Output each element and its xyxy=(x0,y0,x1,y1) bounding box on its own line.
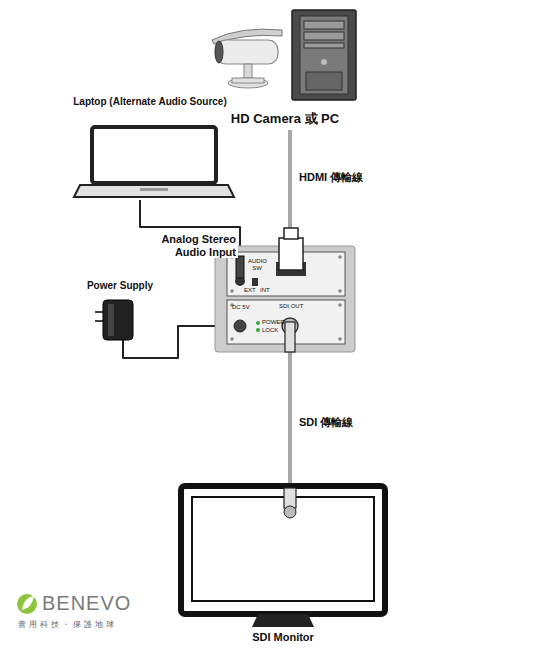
cable-label: HDMI 傳輸線 xyxy=(297,171,365,184)
monitor-box: SDI Monitor xyxy=(178,485,389,648)
converter-housing-part xyxy=(256,328,260,332)
brand-slogan: 善用科技・保護地球 xyxy=(18,619,117,630)
laptop-box: Laptop (Alternate Audio Source) xyxy=(62,92,239,200)
converter-housing-part xyxy=(338,255,342,259)
converter-housing-part xyxy=(338,289,342,293)
pc-tower-part xyxy=(292,10,356,100)
converter-housing-part xyxy=(279,238,303,270)
converter-box: AUDIO SW EXT INT DC 5V POWERLOCK SDI OUT xyxy=(215,246,355,352)
converter-housing-part xyxy=(230,289,234,293)
node-text: INT xyxy=(260,287,270,294)
laptop-part xyxy=(74,185,234,197)
benevo-leaf-logo xyxy=(17,594,37,614)
laptop xyxy=(74,127,234,197)
cable-label: SDI 傳輸線 xyxy=(297,416,355,429)
converter-housing-part xyxy=(284,228,298,239)
pc-tower-part xyxy=(304,43,344,48)
power-supply-box: Power Supply xyxy=(78,280,163,345)
hd-camera-part xyxy=(244,64,252,78)
laptop-part xyxy=(92,127,216,183)
node-text: HD Camera 或 PC xyxy=(205,112,365,127)
cable-line xyxy=(123,326,215,358)
hd-camera-part xyxy=(232,78,264,83)
benevo-leaf-logo-part xyxy=(17,594,37,614)
pc-tower-part xyxy=(304,21,344,29)
node-text: AUDIO SW xyxy=(248,258,266,272)
sdi-monitor-part xyxy=(284,488,296,508)
power-adapter-part xyxy=(103,300,133,340)
node-text: Laptop (Alternate Audio Source) xyxy=(62,96,238,108)
laptop-part xyxy=(140,188,168,191)
hd-camera xyxy=(212,29,282,88)
power-adapter-part xyxy=(108,304,114,336)
converter-housing-part xyxy=(338,337,342,341)
sdi-monitor-part xyxy=(181,486,385,614)
hd-camera-part xyxy=(228,78,268,88)
hd-camera-part xyxy=(216,40,278,64)
converter-housing-part xyxy=(230,337,234,341)
benevo-leaf-logo-part xyxy=(22,596,34,610)
node-text: SDI OUT xyxy=(279,303,303,310)
converter-housing-part xyxy=(338,303,342,307)
hd-camera-part xyxy=(215,41,223,63)
pc-tower xyxy=(292,10,356,100)
node-text: LOCK xyxy=(262,327,278,334)
pc-tower-part xyxy=(306,72,342,90)
pc-tower-part xyxy=(300,16,348,94)
brand-name: BENEVO xyxy=(42,592,131,615)
node-text: POWER xyxy=(262,319,285,326)
converter-housing-part xyxy=(256,321,260,325)
converter-housing-part xyxy=(252,278,258,286)
node-text: Power Supply xyxy=(78,280,162,292)
sdi-monitor-part xyxy=(252,614,314,627)
power-adapter xyxy=(95,300,133,340)
sdi-monitor-part xyxy=(192,497,374,601)
node-text: SDI Monitor xyxy=(178,631,388,644)
node-text: EXT xyxy=(244,287,256,294)
node-text: DC 5V xyxy=(232,304,250,311)
converter-housing-part xyxy=(234,320,246,332)
sdi-monitor-part xyxy=(284,506,296,518)
converter-housing-part xyxy=(285,322,295,352)
cable-label: Analog Stereo Audio Input xyxy=(152,233,238,258)
source-device: HD Camera 或 PC xyxy=(205,8,366,130)
pc-tower-part xyxy=(304,32,344,40)
cable-line xyxy=(288,352,292,485)
pc-tower-part xyxy=(321,59,327,65)
converter-housing-part xyxy=(236,256,244,278)
sdi-monitor xyxy=(181,486,385,627)
